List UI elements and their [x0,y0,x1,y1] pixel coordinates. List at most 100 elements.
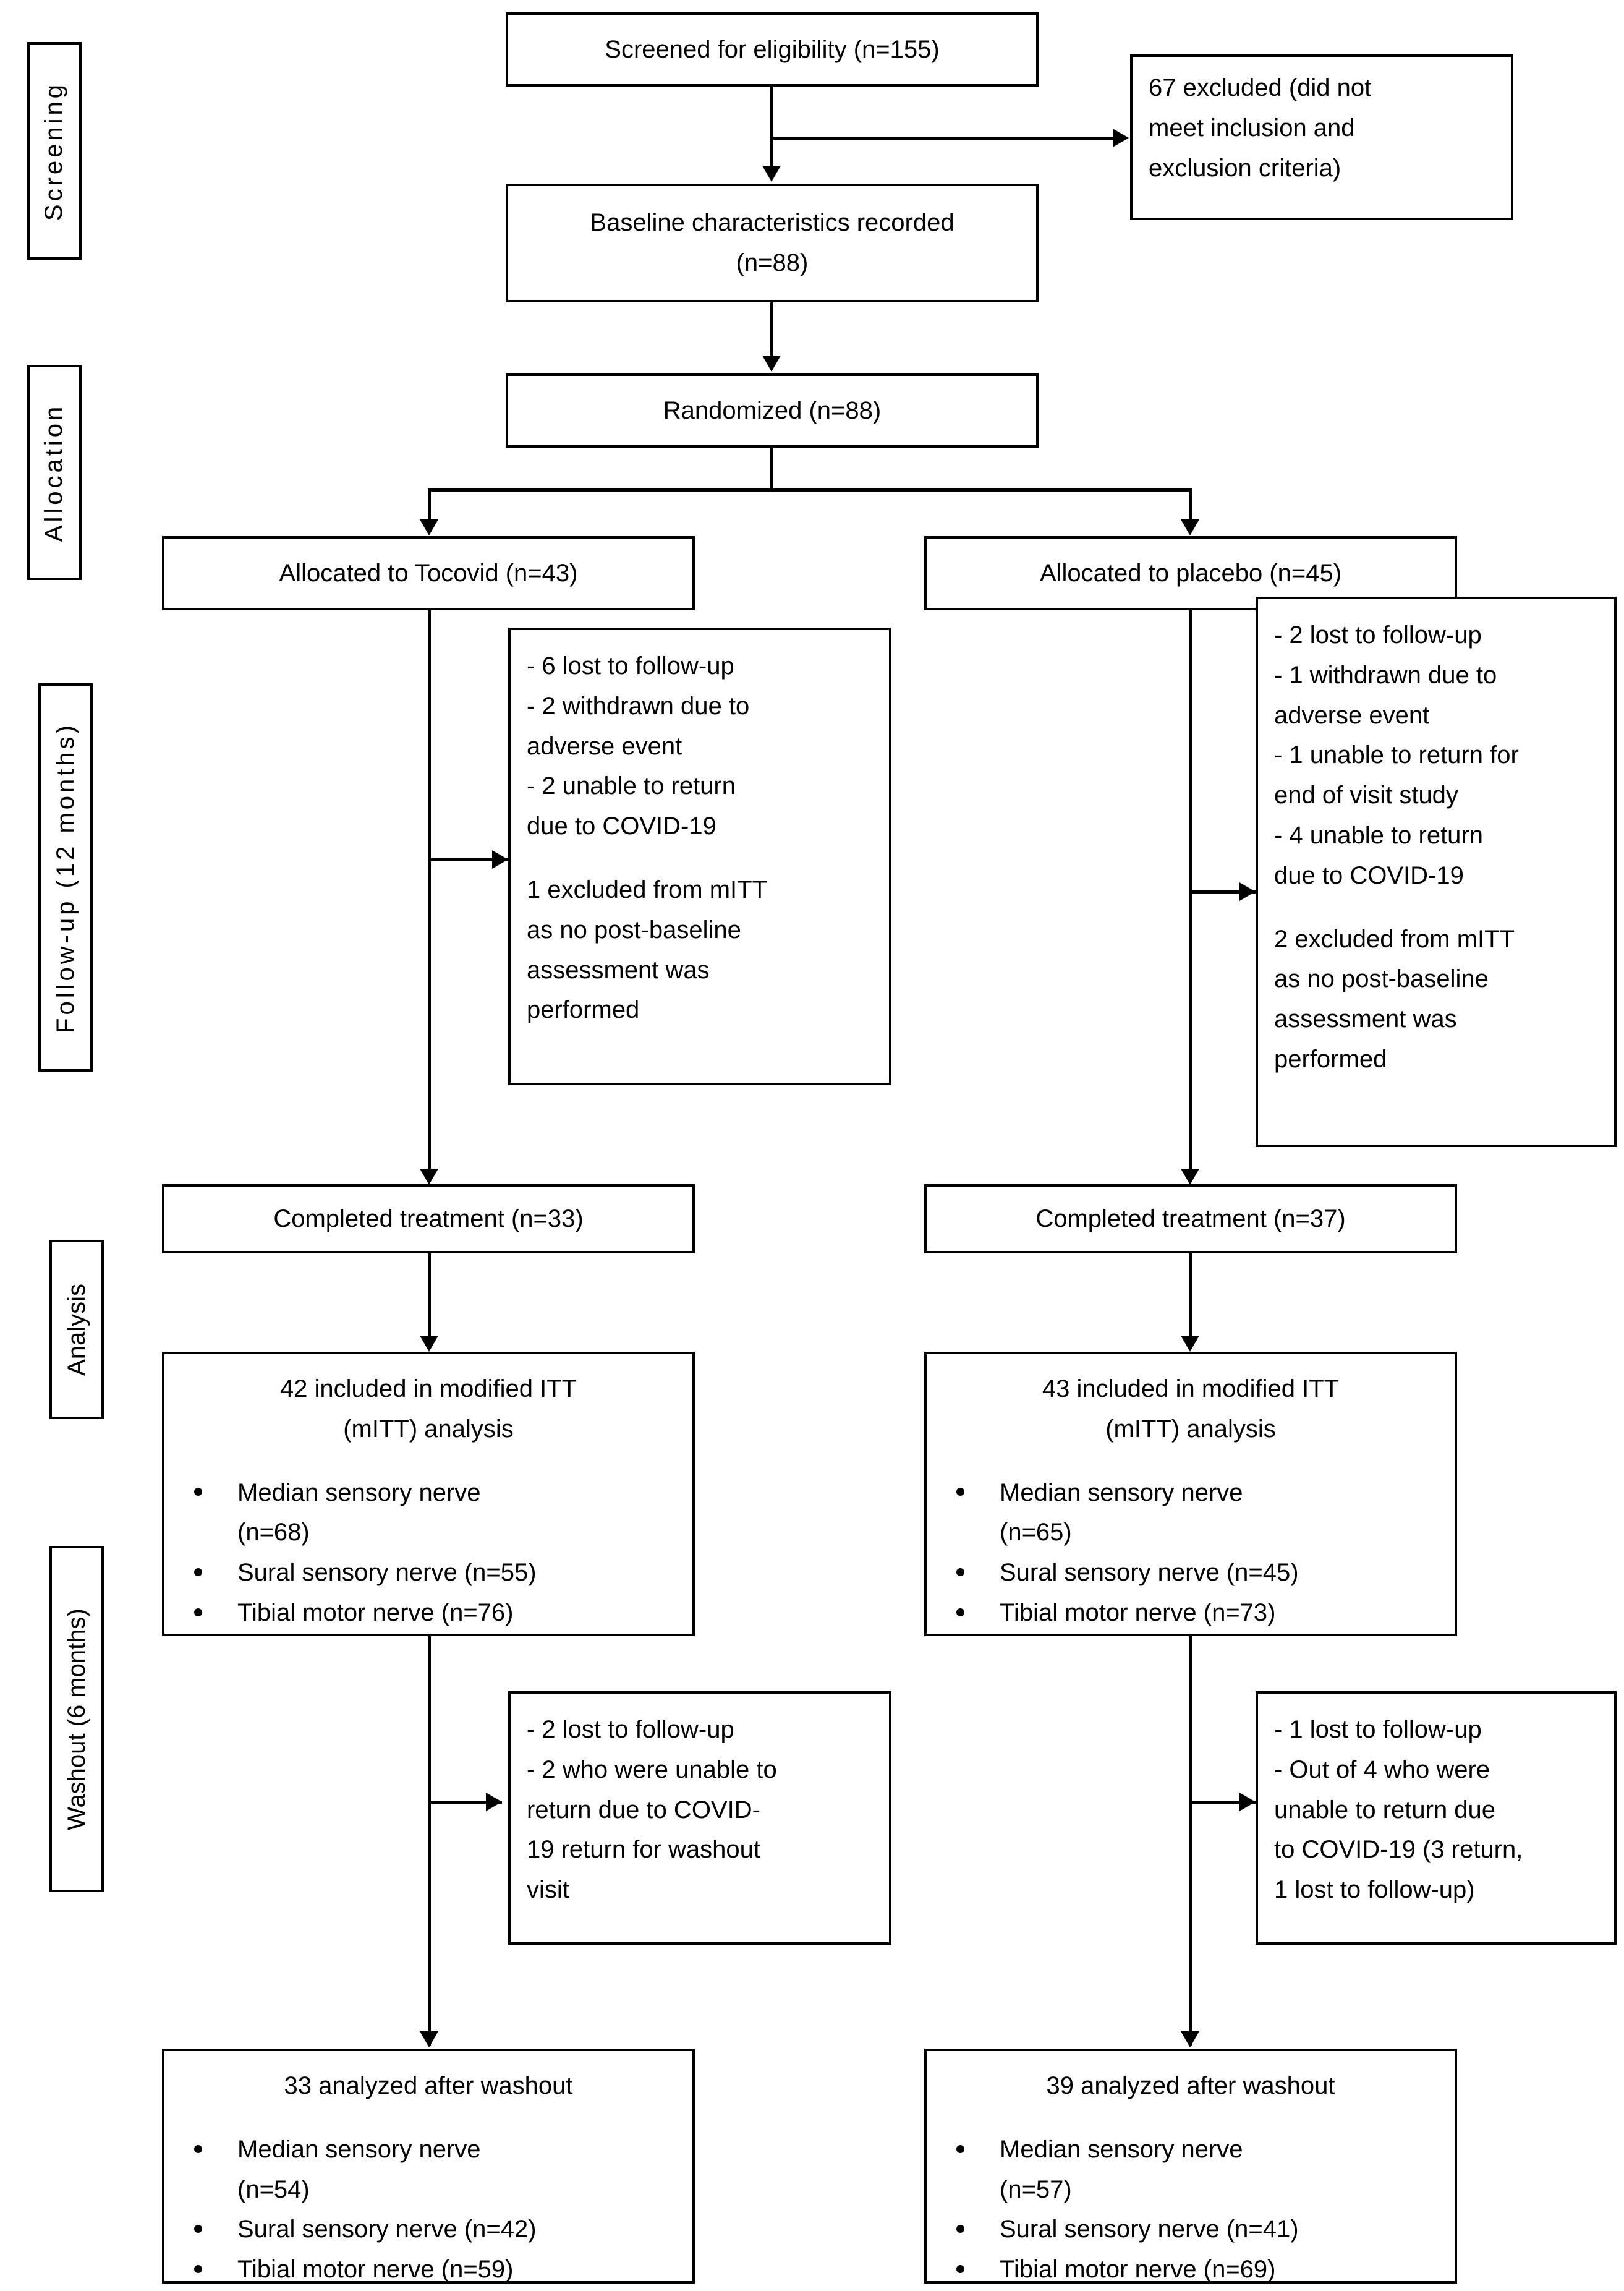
node-mitt-placebo-header-2: (mITT) analysis [1105,1415,1276,1443]
stage-label-allocation: Allocation [27,365,82,580]
bullet-dot-icon [956,1568,964,1576]
arrowhead-split-right [1181,519,1199,535]
node-washout-tocovid-line-5: visit [527,1876,569,1904]
node-mitt-placebo-bullet-3: Tibial motor nerve (n=73) [1000,1598,1276,1626]
list-item: Sural sensory nerve (n=45) [940,1553,1441,1593]
node-washout-tocovid-line-2: - 2 who were unable to [527,1756,777,1783]
stage-label-washout: Washout (6 months) [49,1546,104,1892]
arrowhead-screened-to-baseline [762,166,781,182]
connector-tocovid-to-washout [428,1801,502,1804]
node-followup-placebo-line-10: assessment was [1274,1005,1457,1033]
node-followup-placebo-line-1: - 2 lost to follow-up [1274,621,1482,649]
list-item: Median sensory nerve (n=65) [940,1473,1441,1553]
connector-tocovid-trunk [428,610,431,1179]
node-mitt-tocovid-bullet-list: Median sensory nerve (n=68) Sural sensor… [178,1473,679,1633]
node-analyzed-tocovid-bullet-list: Median sensory nerve (n=54) Sural sensor… [178,2130,679,2290]
node-followup-tocovid: - 6 lost to follow-up - 2 withdrawn due … [508,628,891,1085]
list-item: Median sensory nerve (n=68) [178,1473,679,1553]
node-mitt-tocovid-spacer [178,1449,679,1473]
stage-label-followup: Follow-up (12 months) [38,683,93,1072]
node-mitt-tocovid-bullet-3: Tibial motor nerve (n=76) [237,1598,514,1626]
connector-completed-placebo-to-mitt [1189,1253,1192,1346]
node-analyzed-tocovid: 33 analyzed after washout Median sensory… [162,2049,695,2284]
bullet-dot-icon [194,1608,202,1616]
node-followup-tocovid-line-9: performed [527,996,640,1024]
node-mitt-placebo-bullet-1b: (n=65) [1000,1519,1072,1547]
list-item: Tibial motor nerve (n=76) [178,1593,679,1633]
list-item: Tibial motor nerve (n=59) [178,2250,679,2290]
node-followup-placebo-spacer [1274,896,1601,919]
arrowhead-split-left [420,519,438,535]
node-allocated-tocovid-text: Allocated to Tocovid (n=43) [279,559,578,587]
node-washout-placebo-line-3: unable to return due [1274,1796,1496,1824]
arrowhead-completed-placebo-to-mitt [1181,1336,1199,1352]
bullet-dot-icon [956,1488,964,1496]
node-baseline-line-2: (n=88) [736,249,809,276]
node-mitt-tocovid-bullet-1b: (n=68) [237,1519,310,1547]
node-mitt-tocovid: 42 included in modified ITT (mITT) analy… [162,1352,695,1636]
node-mitt-tocovid-header-1: 42 included in modified ITT [279,1375,577,1402]
connector-placebo-to-followup [1189,890,1256,894]
arrowhead-mitt-placebo-to-analyzed [1181,2031,1199,2047]
arrowhead-tocovid-to-washout [486,1793,502,1811]
arrowhead-mitt-tocovid-to-analyzed [420,2031,438,2047]
node-excluded-line-2: meet inclusion and [1149,114,1355,142]
node-analyzed-tocovid-header: 33 analyzed after washout [284,2072,573,2099]
arrowhead-tocovid-to-completed [420,1169,438,1185]
node-mitt-placebo-bullet-1a: Median sensory nerve [1000,1478,1243,1506]
node-completed-tocovid-text: Completed treatment (n=33) [273,1205,584,1232]
list-item: Median sensory nerve (n=57) [940,2130,1441,2210]
node-washout-tocovid-line-4: 19 return for washout [527,1836,760,1864]
node-baseline-line-1: Baseline characteristics recorded [590,209,954,237]
bullet-dot-icon [956,2144,964,2153]
connector-randomized-down [770,448,773,491]
node-analyzed-placebo-bullet-1a: Median sensory nerve [1000,2135,1243,2163]
node-followup-placebo-line-4: - 1 unable to return for [1274,741,1519,769]
node-screened-for-eligibility: Screened for eligibility (n=155) [506,12,1039,87]
connector-mitt-placebo-trunk [1189,1636,1192,2046]
connector-split-left [428,488,431,526]
node-analyzed-placebo-bullet-1b: (n=57) [1000,2175,1072,2203]
connector-mitt-tocovid-trunk [428,1636,431,2046]
node-washout-tocovid: - 2 lost to follow-up - 2 who were unabl… [508,1691,891,1945]
node-analyzed-tocovid-spacer [178,2106,679,2130]
node-excluded: 67 excluded (did not meet inclusion and … [1130,54,1513,220]
arrowhead-placebo-to-washout [1239,1793,1256,1811]
node-excluded-line-1: 67 excluded (did not [1149,74,1372,101]
node-washout-placebo-line-5: 1 lost to follow-up) [1274,1876,1475,1904]
node-followup-placebo-line-7: due to COVID-19 [1274,861,1464,889]
list-item: Sural sensory nerve (n=41) [940,2209,1441,2250]
node-completed-treatment-placebo: Completed treatment (n=37) [924,1184,1457,1253]
node-screened-text: Screened for eligibility (n=155) [605,35,940,63]
node-analyzed-placebo-bullet-3: Tibial motor nerve (n=69) [1000,2256,1276,2284]
stage-label-allocation-text: Allocation [40,403,68,542]
node-followup-placebo-line-9: as no post-baseline [1274,965,1489,993]
list-item: Median sensory nerve (n=54) [178,2130,679,2210]
node-analyzed-placebo: 39 analyzed after washout Median sensory… [924,2049,1457,2284]
node-mitt-tocovid-bullet-1a: Median sensory nerve [237,1478,481,1506]
node-mitt-placebo-spacer [940,1449,1441,1473]
node-washout-placebo: - 1 lost to follow-up - Out of 4 who wer… [1256,1691,1617,1945]
connector-tocovid-to-followup [428,858,508,861]
arrowhead-placebo-to-followup [1239,882,1256,901]
node-analyzed-placebo-bullet-2: Sural sensory nerve (n=41) [1000,2216,1299,2243]
node-baseline-characteristics: Baseline characteristics recorded (n=88) [506,184,1039,302]
node-allocated-tocovid: Allocated to Tocovid (n=43) [162,536,695,610]
bullet-dot-icon [956,2225,964,2233]
connector-placebo-trunk [1189,610,1192,1179]
node-mitt-tocovid-header-2: (mITT) analysis [343,1415,514,1443]
node-analyzed-placebo-bullet-list: Median sensory nerve (n=57) Sural sensor… [940,2130,1441,2290]
bullet-dot-icon [194,1488,202,1496]
node-followup-placebo-line-2: - 1 withdrawn due to [1274,661,1497,689]
bullet-dot-icon [194,2144,202,2153]
stage-label-followup-text: Follow-up (12 months) [51,722,79,1033]
node-followup-placebo-line-6: - 4 unable to return [1274,821,1483,849]
connector-screened-to-baseline [770,87,773,172]
list-item: Tibial motor nerve (n=73) [940,1593,1441,1633]
node-followup-placebo-line-3: adverse event [1274,701,1430,729]
list-item: Tibial motor nerve (n=69) [940,2250,1441,2290]
connector-screened-to-excluded [770,137,1116,140]
bullet-dot-icon [956,1608,964,1616]
bullet-dot-icon [194,1568,202,1576]
